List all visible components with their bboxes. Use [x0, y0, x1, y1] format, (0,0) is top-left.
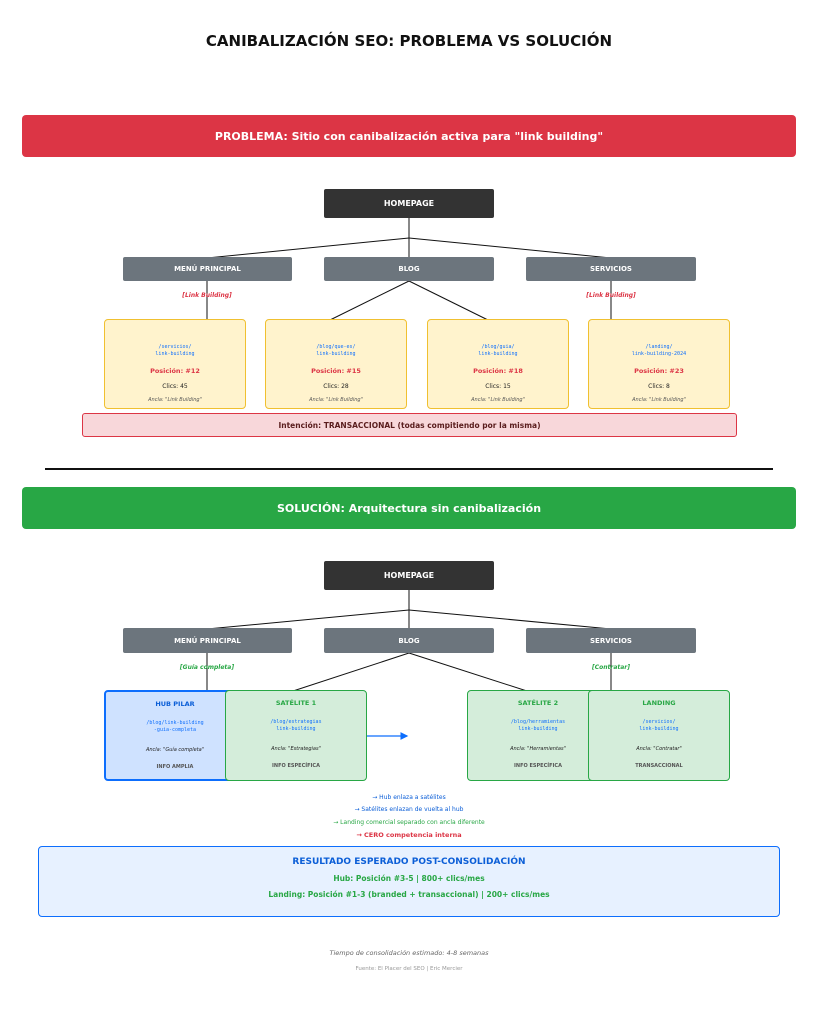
- problem-anchor-left: [Link Building]: [182, 292, 232, 299]
- result-box: RESULTADO ESPERADO POST-CONSOLIDACIÓN Hu…: [38, 846, 780, 917]
- page-url: /servicios/ link-building: [155, 344, 195, 357]
- satellite-card: SATÉLITE 2 /blog/herramientas link-build…: [467, 690, 609, 781]
- section-divider: [45, 468, 773, 470]
- problem-page-card: /blog/guia/ link-building Posición: #18 …: [427, 319, 569, 409]
- card-url: /blog/estrategias link-building: [270, 719, 322, 732]
- problem-page-card: /servicios/ link-building Posición: #12 …: [104, 319, 246, 409]
- problem-page-card: /landing/ link-building-2024 Posición: #…: [588, 319, 730, 409]
- card-anchor: Ancla: "Contratar": [636, 746, 682, 752]
- card-title: SATÉLITE 2: [517, 699, 559, 707]
- card-anchor: Ancla: "Guía completa": [145, 747, 205, 753]
- landing-card: LANDING /servicios/ link-building Ancla:…: [588, 690, 730, 781]
- problem-menu-node: MENÚ PRINCIPAL: [123, 257, 292, 281]
- card-anchor: Ancla: "Herramientas": [510, 746, 566, 752]
- page-anchor: Ancla: "Link Building": [632, 397, 686, 403]
- page-anchor: Ancla: "Link Building": [148, 397, 202, 403]
- card-url: /blog/herramientas link-building: [510, 719, 566, 732]
- page-clicks: Clics: 8: [648, 383, 670, 390]
- result-landing-line: Landing: Posición #1-3 (branded + transa…: [268, 890, 550, 899]
- card-title: HUB PILAR: [155, 700, 195, 708]
- page-title: CANIBALIZACIÓN SEO: PROBLEMA VS SOLUCIÓN: [205, 32, 613, 50]
- problem-homepage-node: HOMEPAGE: [324, 189, 494, 218]
- solution-menu-node: MENÚ PRINCIPAL: [123, 628, 292, 653]
- satellite-card: SATÉLITE 1 /blog/estrategias link-buildi…: [225, 690, 367, 781]
- note-zero-competition: → CERO competencia interna: [356, 831, 462, 839]
- card-title: SATÉLITE 1: [275, 699, 317, 707]
- solution-homepage-node: HOMEPAGE: [324, 561, 494, 590]
- problem-anchor-right: [Link Building]: [586, 292, 636, 299]
- result-hub-line: Hub: Posición #3-5 | 800+ clics/mes: [333, 874, 485, 883]
- page-anchor: Ancla: "Link Building": [309, 397, 363, 403]
- page-url: /blog/que-es/ link-building: [316, 344, 356, 357]
- card-intent: INFO AMPLIA: [156, 764, 194, 770]
- page-clicks: Clics: 28: [323, 383, 349, 390]
- problem-services-node: SERVICIOS: [526, 257, 696, 281]
- page-position: Posición: #15: [311, 367, 361, 375]
- card-intent: TRANSACCIONAL: [635, 763, 683, 769]
- page-clicks: Clics: 15: [485, 383, 511, 390]
- problem-blog-node: BLOG: [324, 257, 494, 281]
- card-url: /servicios/ link-building: [639, 719, 679, 732]
- solution-blog-node: BLOG: [324, 628, 494, 653]
- problem-banner: PROBLEMA: Sitio con canibalización activ…: [22, 115, 796, 157]
- solution-anchor-right: [Contratar]: [591, 664, 631, 671]
- solution-anchor-left: [Guía completa]: [179, 664, 235, 671]
- card-intent: INFO ESPECÍFICA: [514, 763, 562, 769]
- solution-services-node: SERVICIOS: [526, 628, 696, 653]
- page-position: Posición: #18: [473, 367, 523, 375]
- note-satellites-links: → Satélites enlazan de vuelta al hub: [354, 806, 464, 813]
- card-anchor: Ancla: "Estrategias": [271, 746, 321, 752]
- page-clicks: Clics: 45: [162, 383, 188, 390]
- note-landing: → Landing comercial separado con ancla d…: [333, 819, 485, 826]
- problem-intent-bar: Intención: TRANSACCIONAL (todas compitie…: [82, 413, 737, 437]
- result-title: RESULTADO ESPERADO POST-CONSOLIDACIÓN: [292, 857, 526, 867]
- note-hub-links: → Hub enlaza a satélites: [372, 794, 446, 801]
- solution-banner: SOLUCIÓN: Arquitectura sin canibalizació…: [22, 487, 796, 529]
- card-intent: INFO ESPECÍFICA: [272, 763, 320, 769]
- page-anchor: Ancla: "Link Building": [471, 397, 525, 403]
- page-url: /landing/ link-building-2024: [631, 344, 687, 357]
- page-position: Posición: #23: [634, 367, 684, 375]
- page-position: Posición: #12: [150, 367, 200, 375]
- source-credit: Fuente: El Placer del SEO | Eric Mercier: [355, 966, 463, 972]
- consolidation-time: Tiempo de consolidación estimado: 4-8 se…: [329, 949, 489, 957]
- card-url: /blog/link-building -guia-completa: [146, 720, 204, 733]
- page-url: /blog/guia/ link-building: [478, 344, 518, 357]
- card-title: LANDING: [642, 699, 676, 707]
- problem-page-card: /blog/que-es/ link-building Posición: #1…: [265, 319, 407, 409]
